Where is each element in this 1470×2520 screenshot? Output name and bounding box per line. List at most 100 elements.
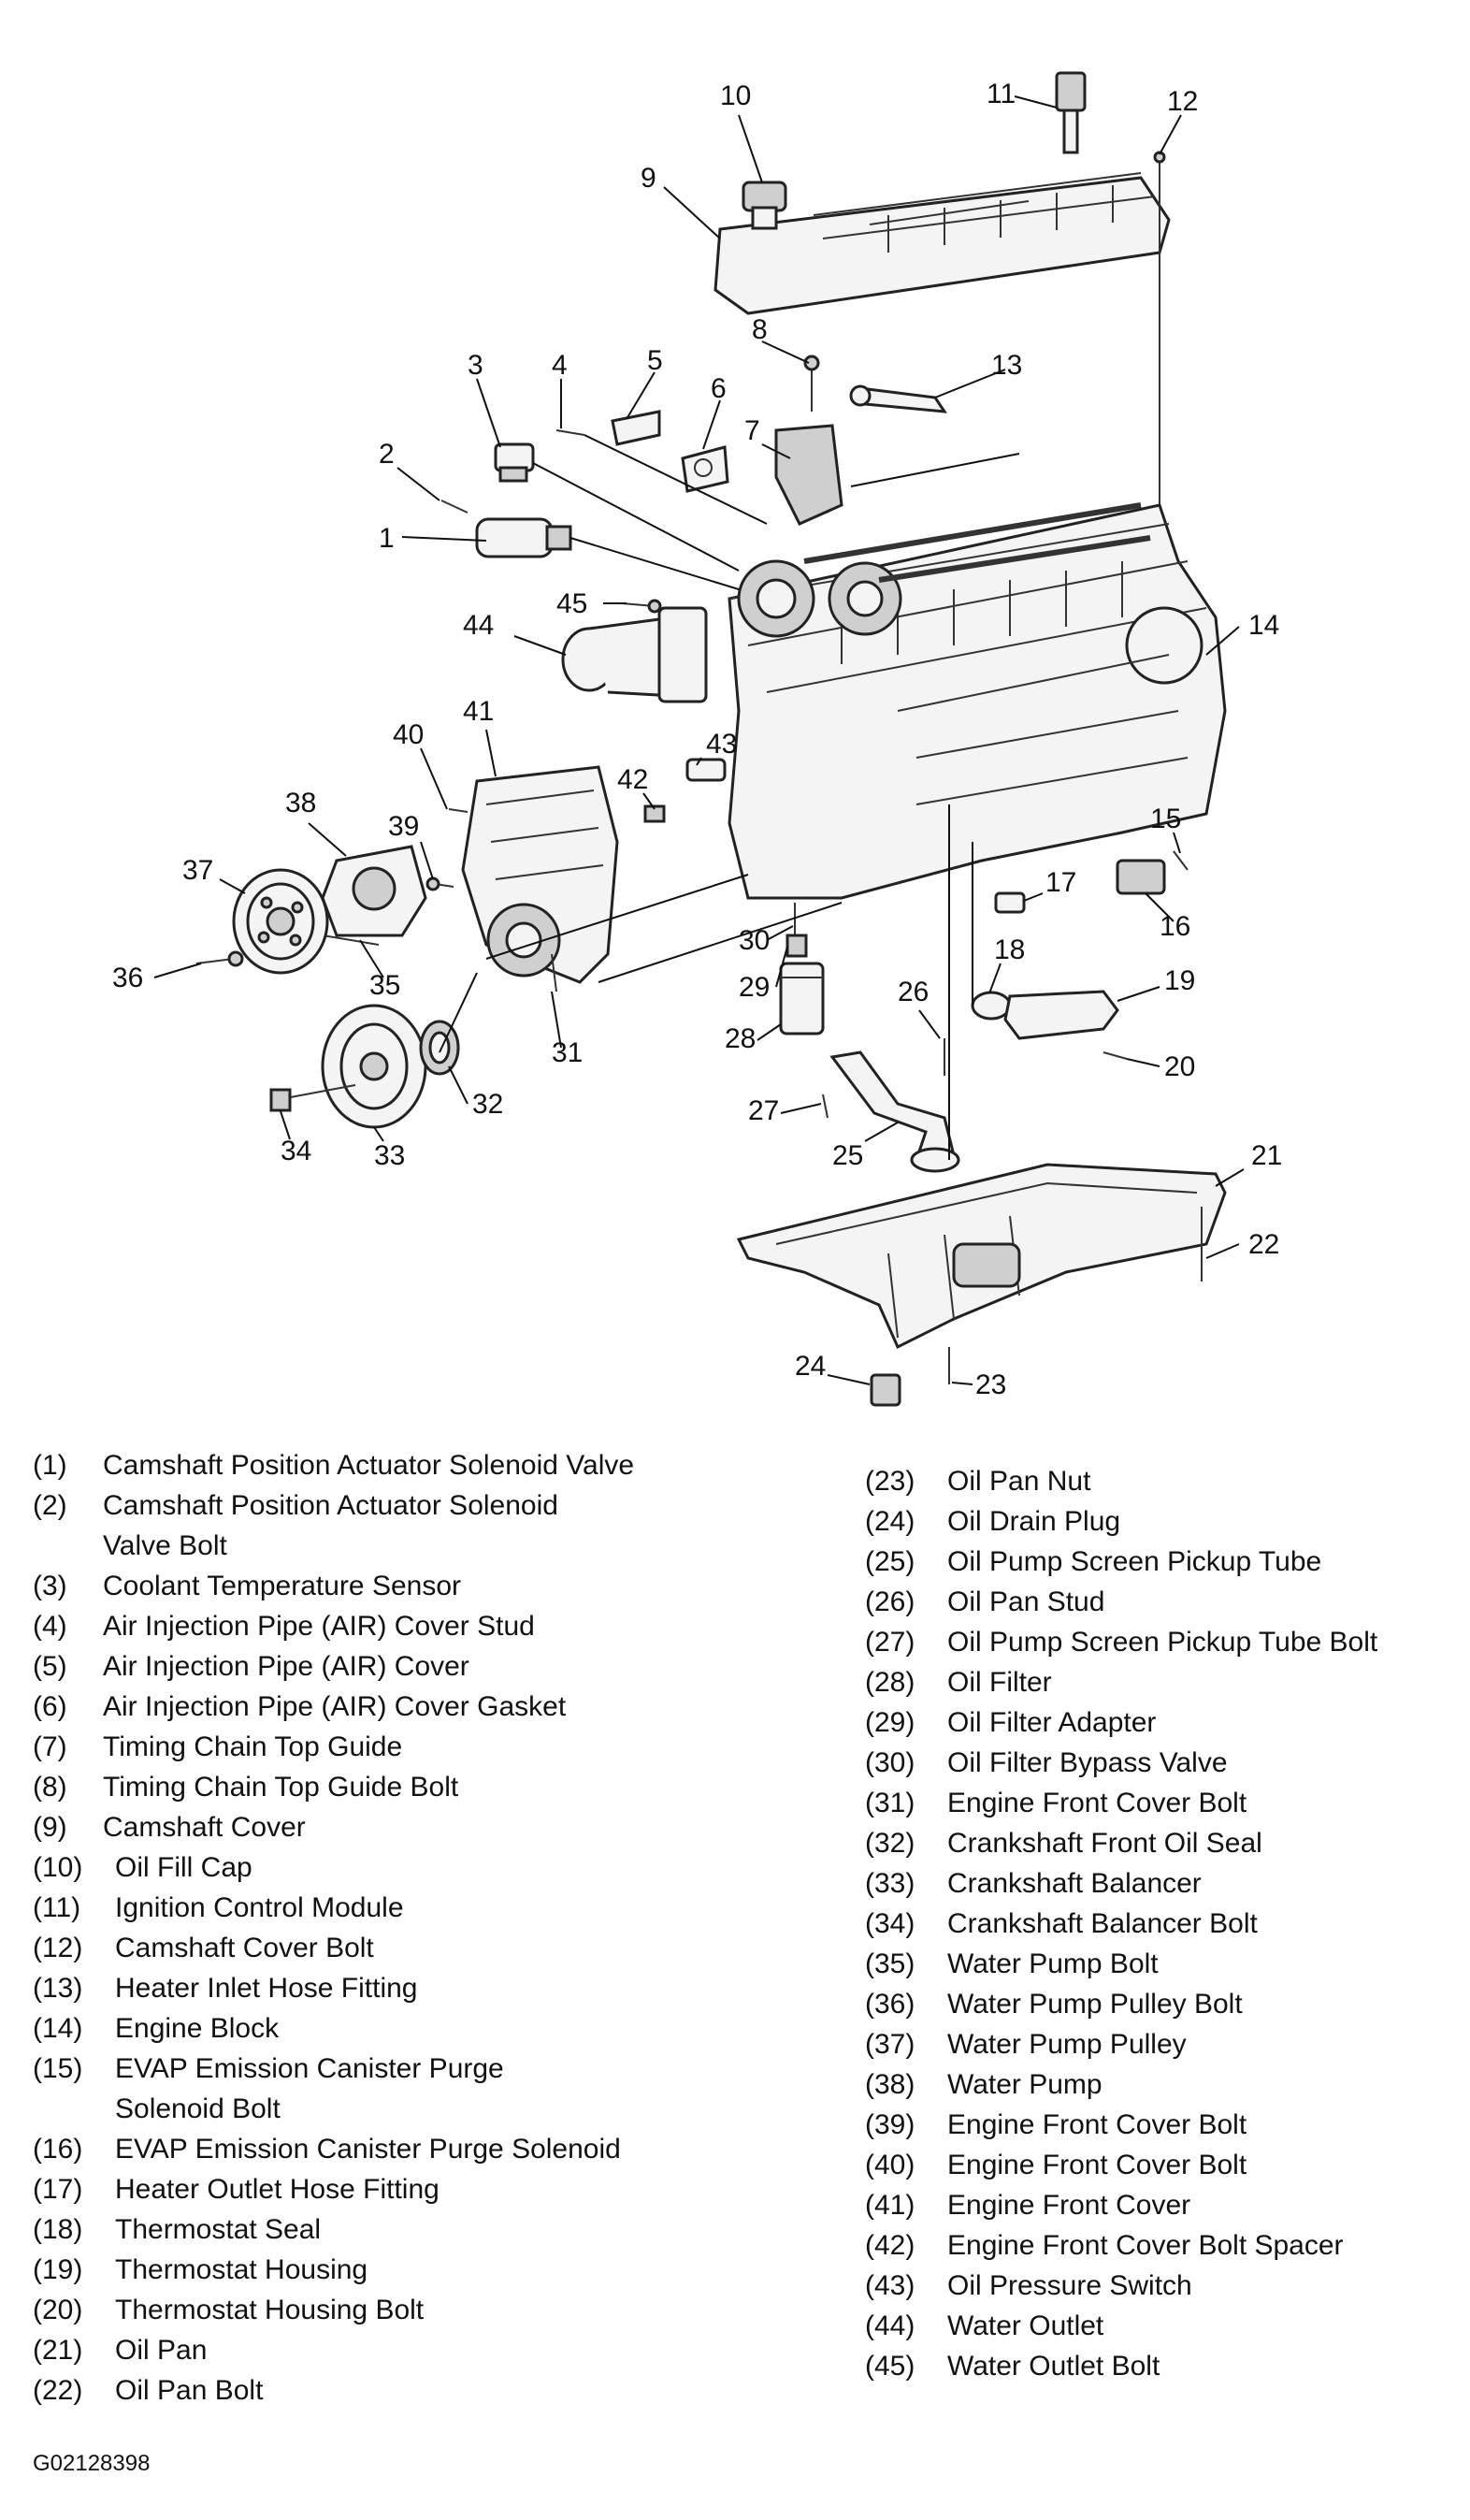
water-pump [321, 845, 427, 937]
water-pump-bolt [322, 934, 380, 946]
callout-43: 43 [706, 729, 737, 760]
legend-number: (32) [865, 1828, 915, 1859]
legend-left-column: (1)Camshaft Position Actuator Solenoid V… [33, 1445, 818, 2411]
legend-number: (39) [865, 2109, 915, 2140]
callout-29: 29 [739, 972, 770, 1003]
legend-number: (15) [33, 2053, 83, 2084]
legend-number: (2) [33, 1490, 67, 1521]
callout-32: 32 [472, 1089, 503, 1120]
legend-part-name: Engine Front Cover [947, 2190, 1191, 2221]
callout-18: 18 [994, 934, 1025, 965]
legend-part-name: Timing Chain Top Guide [103, 1731, 403, 1762]
callout-10: 10 [720, 80, 751, 111]
legend-part-name: Oil Pan Nut [947, 1466, 1091, 1497]
legend-item: (29)Oil Filter Adapter [865, 1702, 1463, 1743]
callout-25: 25 [832, 1140, 863, 1171]
legend-item: (26) Oil Pan Stud [865, 1582, 1463, 1622]
legend-number: (12) [33, 1933, 83, 1963]
legend-item: (28) Oil Filter [865, 1662, 1463, 1702]
legend-item: (8) Timing Chain Top Guide Bolt [33, 1767, 818, 1807]
legend-part-name: Oil Pan Bolt [115, 2375, 264, 2406]
callout-4: 4 [552, 350, 568, 381]
legend-part-name: Camshaft Cover [103, 1812, 306, 1843]
legend-number: (9) [33, 1812, 67, 1843]
callout-27: 27 [748, 1095, 779, 1126]
legend-item: (2) Camshaft Position Actuator Solenoid V… [33, 1485, 818, 1566]
legend-part-name: Engine Front Cover Bolt [947, 2150, 1247, 2180]
legend-item: (23)Oil Pan Nut [865, 1461, 1463, 1501]
callout-40: 40 [393, 719, 424, 750]
callout-1: 1 [379, 523, 395, 554]
callout-8: 8 [752, 314, 768, 345]
evap-purge-solenoid-bolt [1173, 850, 1189, 871]
legend-number: (22) [33, 2375, 83, 2406]
legend-number: (25) [865, 1546, 915, 1577]
legend-number: (35) [865, 1948, 915, 1979]
legend-number: (8) [33, 1772, 67, 1803]
thermostat-housing-bolt [1102, 1051, 1128, 1060]
oil-pump-screen-pickup-tube-bolt [822, 1093, 829, 1119]
legend-number: (43) [865, 2270, 915, 2301]
legend-item: (35) Water Pump Bolt [865, 1944, 1463, 1984]
figure-id: G02128398 [33, 2451, 151, 2476]
legend-part-name: Air Injection Pipe (AIR) Cover Gasket [103, 1691, 567, 1722]
callout-33: 33 [374, 1140, 405, 1171]
legend-part-name: Camshaft Position Actuator Solenoid Valv… [103, 1450, 635, 1481]
callout-2: 2 [379, 439, 395, 470]
legend-number: (40) [865, 2150, 915, 2180]
legend-part-name: Oil Filter Bypass Valve [947, 1747, 1228, 1778]
callout-23: 23 [975, 1369, 1006, 1400]
alignment-lines [439, 434, 1020, 1160]
legend-part-name: EVAP Emission Canister Purge Solenoid [115, 2134, 621, 2165]
legend-number: (33) [865, 1868, 915, 1899]
legend-part-name: Water Pump Pulley Bolt [947, 1989, 1243, 2020]
callout-3: 3 [468, 350, 483, 381]
legend-item: (34) Crankshaft Balancer Bolt [865, 1904, 1463, 1944]
water-outlet-bolt [621, 599, 662, 614]
legend-part-name: Thermostat Housing Bolt [115, 2295, 425, 2325]
legend-part-name: Oil Pump Screen Pickup Tube Bolt [947, 1627, 1378, 1658]
callout-9: 9 [641, 163, 656, 194]
legend-part-name: Oil Pan Stud [947, 1586, 1105, 1617]
legend-number: (34) [865, 1908, 915, 1939]
legend-part-name: Water Pump Bolt [947, 1948, 1159, 1979]
legend-item: (39)Engine Front Cover Bolt [865, 2105, 1463, 2145]
legend-item: (14)Engine Block [33, 2008, 818, 2049]
legend-part-name: Oil Filter [947, 1667, 1052, 1698]
engine-front-cover-bolt-31 [551, 953, 557, 992]
legend-number: (4) [33, 1611, 67, 1642]
legend-number: (26) [865, 1586, 915, 1617]
legend-item: (41)Engine Front Cover [865, 2185, 1463, 2225]
legend-number: (38) [865, 2069, 915, 2100]
legend-item: (4)Air Injection Pipe (AIR) Cover Stud [33, 1606, 818, 1646]
heater-outlet-hose-fitting [994, 891, 1026, 914]
camshaft-actuator-solenoid-bolt [440, 500, 468, 514]
legend-number: (6) [33, 1691, 67, 1722]
legend-part-name: Water Pump Pulley [947, 2029, 1187, 2060]
legend-item: (30) Oil Filter Bypass Valve [865, 1743, 1463, 1783]
legend-part-name: Oil Fill Cap [115, 1852, 252, 1883]
oil-filter-adapter [785, 934, 808, 958]
legend-part-name: Crankshaft Balancer Bolt [947, 1908, 1258, 1939]
legend-number: (45) [865, 2351, 915, 2382]
legend-part-name: Timing Chain Top Guide Bolt [103, 1772, 459, 1803]
legend-part-name: Heater Inlet Hose Fitting [115, 1973, 418, 2004]
callout-44: 44 [463, 610, 494, 641]
legend-number: (36) [865, 1989, 915, 2020]
legend-number: (11) [33, 1892, 81, 1923]
legend-part-name: Coolant Temperature Sensor [103, 1571, 461, 1601]
ignition-control-module [1055, 71, 1087, 154]
legend-number: (13) [33, 1973, 83, 2004]
engine-block [728, 503, 1227, 900]
legend-item: (38)Water Pump [865, 2064, 1463, 2105]
legend-number: (28) [865, 1667, 915, 1698]
legend-part-name: Ignition Control Module [115, 1892, 404, 1923]
legend-number: (14) [33, 2013, 83, 2044]
callout-12: 12 [1167, 86, 1198, 117]
legend-part-name: Camshaft Position Actuator Solenoid Valv… [103, 1490, 558, 1561]
legend-item: (22) Oil Pan Bolt [33, 2370, 818, 2411]
legend-number: (30) [865, 1747, 915, 1778]
legend-part-name: Oil Pump Screen Pickup Tube [947, 1546, 1322, 1577]
callout-24: 24 [795, 1351, 826, 1382]
callout-17: 17 [1045, 867, 1076, 898]
